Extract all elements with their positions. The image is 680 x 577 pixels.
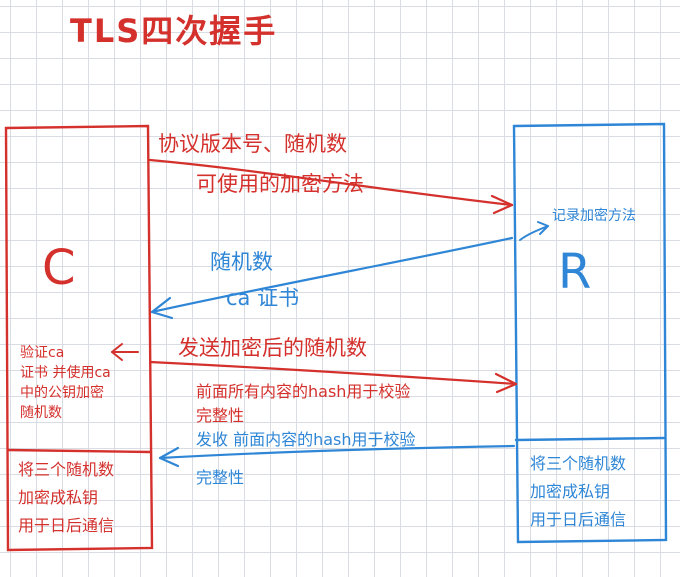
verify-arrow bbox=[111, 343, 139, 361]
client-key-note-line-1: 将三个随机数 bbox=[18, 460, 115, 479]
server-box bbox=[512, 122, 668, 544]
message-1-arrow bbox=[148, 158, 514, 215]
client-key-note-line-3: 用于日后通信 bbox=[18, 516, 115, 535]
server-label: R bbox=[558, 244, 592, 300]
message-1-line-1: 协议版本号、随机数 bbox=[158, 132, 347, 156]
message-3-line-3: 完整性 bbox=[196, 406, 245, 425]
server-key-note-line-2: 加密成私钥 bbox=[530, 482, 611, 501]
record-method-arrow bbox=[519, 221, 549, 241]
server-key-note-line-3: 用于日后通信 bbox=[530, 510, 627, 529]
client-label: C bbox=[42, 240, 76, 296]
message-3-line-1: 发送加密后的随机数 bbox=[178, 336, 367, 360]
client-verify-note-line-3: 中的公钥加密 bbox=[20, 385, 104, 401]
server-record-note: 记录加密方法 bbox=[552, 208, 636, 224]
message-3-line-2: 前面所有内容的hash用于校验 bbox=[196, 382, 411, 401]
message-4-line-2: 完整性 bbox=[196, 468, 245, 487]
client-key-note-line-2: 加密成私钥 bbox=[18, 488, 99, 507]
message-2-line-2: ca 证书 bbox=[226, 286, 300, 310]
message-4-line-1: 发收 前面内容的hash用于校验 bbox=[196, 430, 416, 449]
message-2-arrow bbox=[150, 236, 514, 320]
diagram-title: TLS四次握手 bbox=[70, 12, 278, 50]
server-key-note-line-1: 将三个随机数 bbox=[530, 454, 627, 473]
message-3-arrow bbox=[148, 360, 518, 394]
client-verify-note-line-2: 证书 并使用ca bbox=[20, 365, 111, 381]
client-box bbox=[4, 124, 154, 552]
client-verify-note-line-1: 验证ca bbox=[20, 345, 65, 361]
message-2-line-1: 随机数 bbox=[210, 250, 273, 274]
message-1-line-2: 可使用的加密方法 bbox=[196, 172, 364, 196]
message-4-arrow bbox=[158, 444, 516, 468]
client-verify-note-line-4: 随机数 bbox=[20, 405, 62, 421]
